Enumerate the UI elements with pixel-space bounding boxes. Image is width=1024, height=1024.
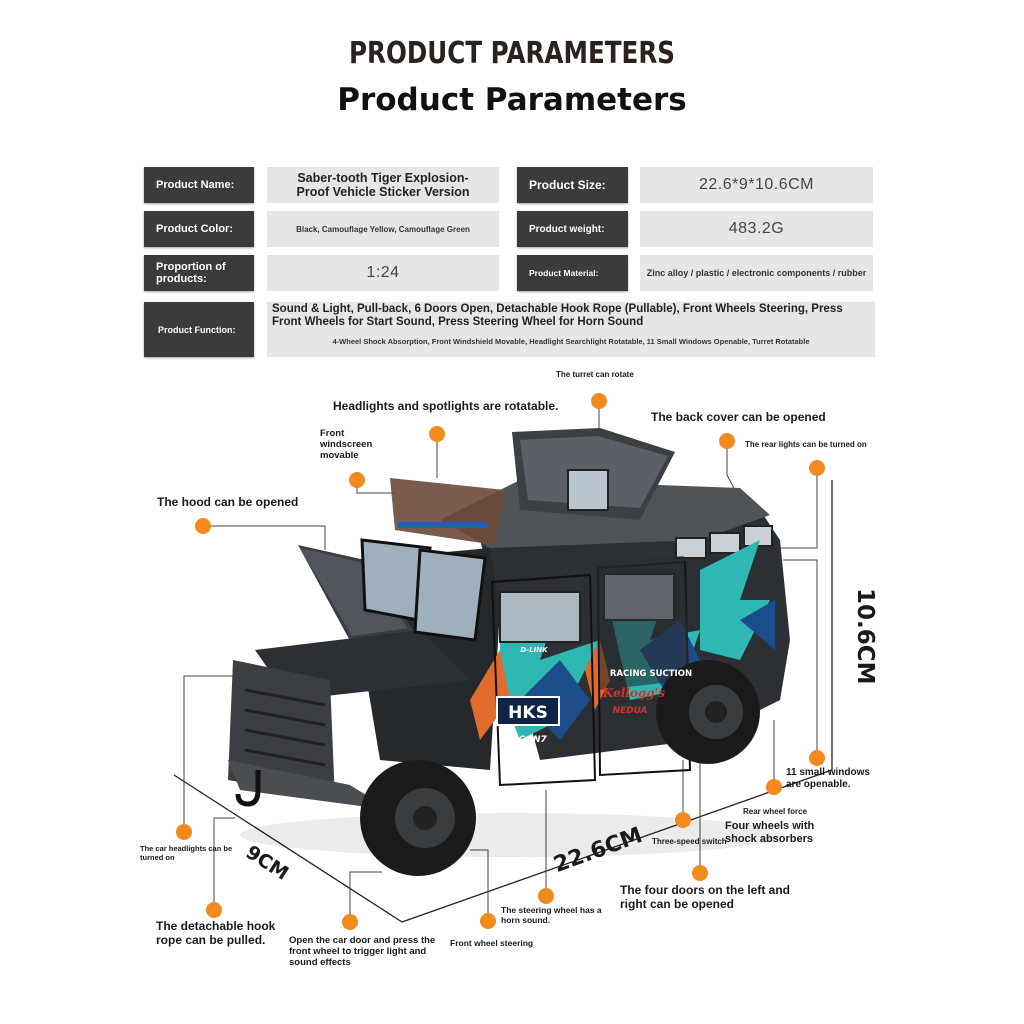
decal-hks: HKS (508, 703, 548, 723)
marker-dot (675, 812, 691, 828)
annotation-back-cover: The back cover can be opened (651, 410, 826, 424)
annotation-rear-lights: The rear lights can be turned on (745, 440, 867, 449)
product-color-label: Product Color: (144, 211, 254, 247)
function-extra-text: 4-Wheel Shock Absorption, Front Windshie… (332, 337, 810, 346)
annotation-front-steering: Front wheel steering (450, 938, 534, 948)
marker-dot (538, 888, 554, 904)
wheel-rear (656, 660, 760, 764)
marker-dot (342, 914, 358, 930)
marker-dot (692, 865, 708, 881)
marker-dot (176, 824, 192, 840)
marker-dot (349, 472, 365, 488)
function-main-text: Sound & Light, Pull-back, 6 Doors Open, … (272, 303, 843, 328)
annotation-three-speed: Three-speed switch (652, 837, 727, 846)
dimension-frame (173, 480, 833, 923)
annotation-hood: The hood can be opened (157, 495, 299, 509)
marker-dot (480, 913, 496, 929)
decal-racing: RACING SUCTION (610, 669, 692, 679)
decal-dlink: D-LINK (520, 646, 548, 654)
marker-dot (719, 433, 735, 449)
product-name-value: Saber-tooth Tiger Explosion-Proof Vehicl… (267, 167, 499, 203)
annotation-steering-horn: The steering wheel has a horn sound. (501, 905, 602, 925)
product-material-value: Zinc alloy / plastic / electronic compon… (640, 255, 873, 291)
marker-dot (206, 902, 222, 918)
wheel-front (360, 760, 476, 876)
annotation-rear-wheel: Rear wheel force (743, 807, 808, 816)
annotation-hook-rope: The detachable hook rope can be pulled. (156, 919, 276, 947)
marker-dot (429, 426, 445, 442)
product-color-value: Black, Camouflage Yellow, Camouflage Gre… (267, 211, 499, 247)
decal-nedua: NEDUA (612, 706, 647, 716)
marker-dot (809, 750, 825, 766)
marker-dot (766, 779, 782, 795)
marker-dot (195, 518, 211, 534)
proportion-value: 1:24 (267, 255, 499, 291)
product-function-label: Product Function: (144, 302, 254, 357)
marker-dot (809, 460, 825, 476)
proportion-label: Proportion of products: (144, 255, 254, 291)
leader-lines (183, 402, 818, 922)
annotation-door-press: Open the car door and press the front wh… (289, 935, 436, 968)
page-title-top: PRODUCT PARAMETERS (348, 36, 676, 71)
dimension-height: 10.6CM (852, 588, 878, 685)
product-material-label: Product Material: (517, 255, 628, 291)
annotation-four-doors: The four doors on the left and right can… (620, 883, 790, 911)
armored-vehicle: HKS RACING SUCTION Kellogg's NEDUA F-CON… (228, 428, 790, 876)
product-name-label: Product Name: (144, 167, 254, 203)
annotation-turret: The turret can rotate (556, 370, 634, 379)
product-size-value: 22.6*9*10.6CM (640, 167, 873, 203)
annotation-headlights-on: The car headlights can be turned on (140, 844, 233, 862)
decal-kelloggs: Kellogg's (602, 686, 665, 700)
marker-dot (591, 393, 607, 409)
annotation-headlights-spotlights: Headlights and spotlights are rotatable. (333, 399, 559, 413)
decal-fcon: F-CON7 (509, 735, 547, 745)
page-title: Product Parameters (337, 82, 687, 118)
annotation-windscreen: Front windscreen movable (320, 428, 373, 461)
product-size-label: Product Size: (517, 167, 628, 203)
product-weight-label: Product weight: (517, 211, 628, 247)
product-function-value: Sound & Light, Pull-back, 6 Doors Open, … (267, 302, 875, 357)
annotation-shock-absorbers: Four wheels with shock absorbers (725, 820, 815, 845)
annotation-small-windows: 11 small windows are openable. (786, 767, 870, 790)
product-weight-value: 483.2G (640, 211, 873, 247)
